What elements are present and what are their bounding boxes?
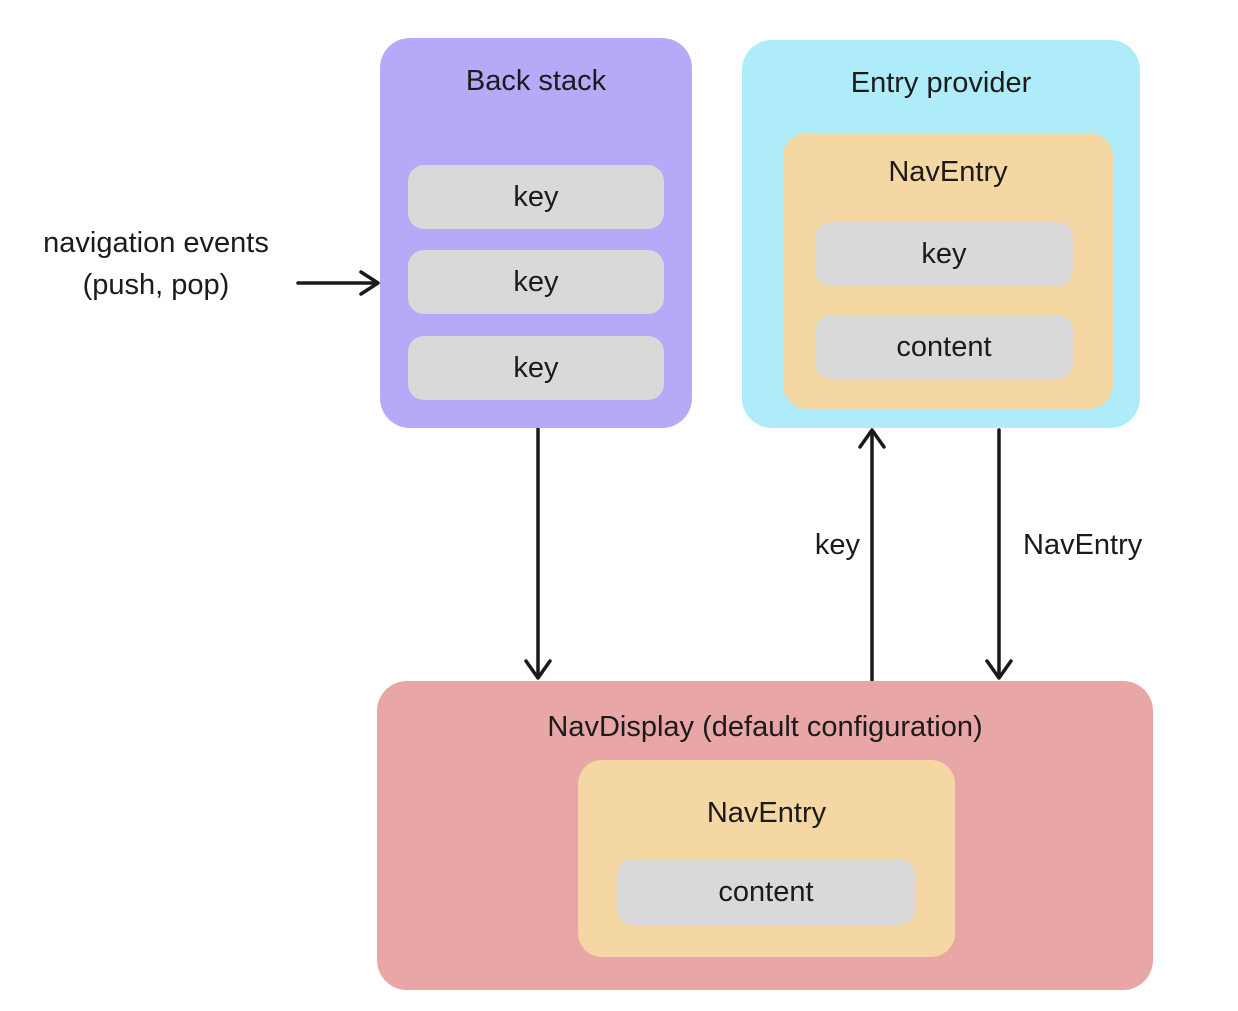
back-stack-key-pill: key [408, 336, 664, 400]
naventry-down-arrow-icon [985, 428, 1013, 680]
back-stack-key-pill: key [408, 165, 664, 229]
nav-display-box: NavDisplay (default configuration) NavEn… [377, 681, 1153, 990]
key-up-arrow-icon [858, 428, 886, 682]
nav-display-nav-entry-box: NavEntry content [578, 760, 955, 957]
push-pop-right-arrow-icon [296, 270, 380, 296]
nav-display-nav-entry-title: NavEntry [706, 797, 827, 829]
back-stack-key-pill: key [408, 250, 664, 314]
backstack-to-navdisplay-down-arrow-icon [524, 427, 552, 680]
navigation-events-label: navigation events (push, pop) [8, 222, 304, 306]
entry-provider-box: Entry provider NavEntry key content [742, 40, 1140, 428]
entry-provider-content-pill: content [815, 315, 1073, 379]
naventry-arrow-label: NavEntry [1023, 529, 1143, 561]
navigation-events-label-line1: navigation events [43, 227, 269, 259]
entry-provider-nav-entry-title: NavEntry [888, 156, 1008, 188]
nav-display-content-pill: content [617, 859, 915, 925]
back-stack-box: Back stack key key key [380, 38, 692, 428]
navigation-events-label-line2: (push, pop) [82, 269, 230, 301]
entry-provider-title: Entry provider [850, 67, 1032, 99]
nav-display-title: NavDisplay (default configuration) [547, 711, 983, 743]
entry-provider-key-pill: key [815, 222, 1073, 286]
entry-provider-nav-entry-box: NavEntry key content [783, 133, 1113, 409]
back-stack-title: Back stack [465, 65, 607, 97]
key-arrow-label: key [814, 529, 860, 561]
